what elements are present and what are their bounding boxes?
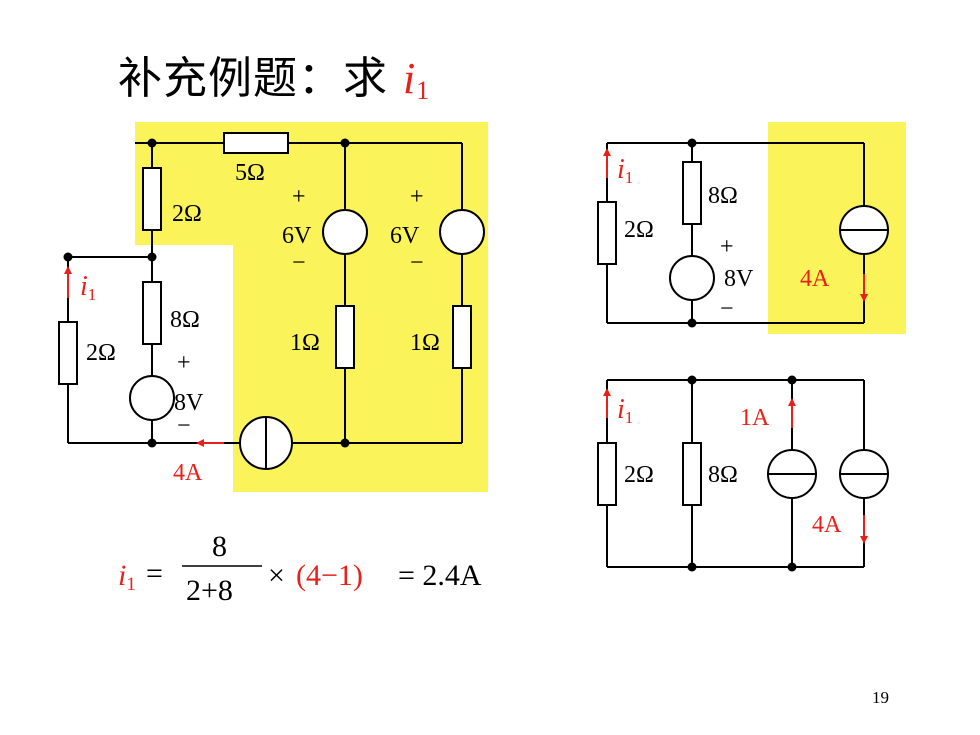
label-1ohm-right: 1Ω [410, 330, 440, 356]
circuit-b: i1 2Ω 8Ω + 8V − 4A [597, 122, 906, 334]
plus-8v: + [177, 350, 191, 376]
resistor-8ohm [142, 281, 162, 345]
page-number: 19 [872, 688, 889, 707]
b-plus: + [720, 234, 734, 260]
resistor-2ohm-upper [142, 167, 162, 231]
eq-lhs: i1 [118, 559, 136, 595]
label-2ohm-left: 2Ω [86, 340, 116, 366]
c-label-current: i1 [617, 394, 633, 427]
b-label-current: i1 [617, 154, 633, 187]
c-label-4a: 4A [812, 512, 842, 538]
b-resistor-8ohm [682, 161, 702, 225]
label-2ohm-upper: 2Ω [172, 201, 202, 227]
b-label-8ohm: 8Ω [708, 183, 738, 209]
c-label-8ohm: 8Ω [708, 462, 738, 488]
circuit-c: i1 2Ω 8Ω 1A 4A [597, 375, 889, 572]
eq-result: = 2.4A [398, 559, 482, 592]
slide-title: 补充例题：求 i1 [118, 42, 430, 106]
label-5ohm: 5Ω [235, 160, 265, 186]
minus-6v-right: − [410, 250, 424, 276]
b-label-8v: 8V [724, 266, 754, 292]
title-variable: i1 [403, 54, 431, 105]
eq-times: × [268, 559, 285, 592]
title-text: 补充例题：求 [118, 53, 403, 104]
b-label-2ohm: 2Ω [624, 217, 654, 243]
eq-equals: = [146, 557, 163, 590]
c-label-1a: 1A [740, 405, 770, 431]
main-highlight [135, 122, 488, 492]
b-minus: − [720, 296, 734, 322]
voltage-source-6v-center [322, 209, 368, 255]
eq-numerator: 8 [212, 530, 227, 563]
b-voltage-source-8v [669, 255, 715, 301]
plus-6v-right: + [410, 184, 424, 210]
minus-6v-center: − [292, 250, 306, 276]
label-1ohm-center: 1Ω [290, 330, 320, 356]
resistor-5ohm [223, 132, 289, 154]
plus-6v-center: + [292, 184, 306, 210]
resistor-2ohm-left [58, 321, 78, 385]
main-circuit: 5Ω 2Ω 8Ω 2Ω 1Ω 1Ω 6V 6V 8V + − + − + − i… [58, 122, 488, 492]
label-8v: 8V [174, 390, 204, 416]
c-resistor-8ohm [682, 442, 702, 506]
c-label-2ohm: 2Ω [624, 462, 654, 488]
label-6v-center: 6V [282, 223, 312, 249]
resistor-1ohm-right [452, 305, 472, 369]
minus-8v: − [177, 413, 191, 439]
b-label-4a: 4A [800, 266, 830, 292]
label-main-current: i1 [80, 271, 96, 304]
b-resistor-2ohm [597, 201, 617, 265]
label-6v-right: 6V [390, 223, 420, 249]
label-8ohm: 8Ω [170, 307, 200, 333]
equation: i1 = 8 2+8 × (4−1) = 2.4A [118, 530, 482, 607]
voltage-source-6v-right [439, 209, 485, 255]
eq-paren: (4−1) [296, 559, 363, 592]
label-4a-main: 4A [173, 460, 203, 486]
c-resistor-2ohm [597, 442, 617, 506]
voltage-source-8v [129, 375, 175, 421]
resistor-1ohm-center [335, 305, 355, 369]
eq-denominator: 2+8 [186, 574, 233, 607]
